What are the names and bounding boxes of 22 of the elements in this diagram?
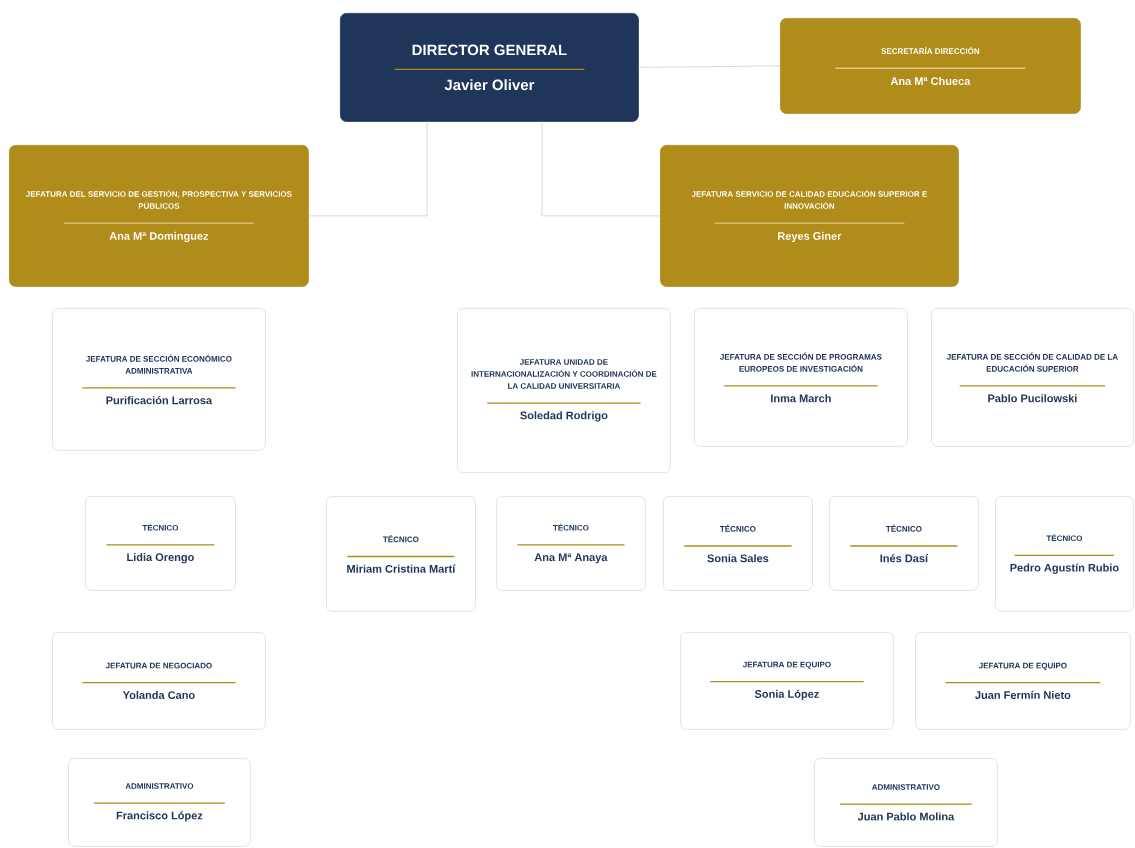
position-box: TÉCNICO Inés Dasí <box>829 496 979 591</box>
position-box: JEFATURA DE EQUIPO Juan Fermín Nieto <box>915 632 1131 730</box>
connector-line <box>308 121 428 217</box>
connector-line <box>541 121 661 217</box>
position-box: JEFATURA UNIDAD DE INTERNACIONALIZACIÓN Y COORDINACIÓN DE LA CALIDAD UNIVERSITARIA Soledad Rodrigo <box>457 308 671 473</box>
position-box: JEFATURA DE SECCIÓN DE CALIDAD DE LA EDUCACIÓN SUPERIOR Pablo Pucilowski <box>931 308 1134 447</box>
position-box: JEFATURA SERVICIO DE CALIDAD EDUCACIÓN SUPERIOR E INNOVACIÓN Reyes Giner <box>660 145 959 287</box>
position-box: JEFATURA DEL SERVICIO DE GESTIÓN, PROSPECTIVA Y SERVICIOS PÚBLICOS Ana Mª Dominguez <box>9 145 309 287</box>
position-box: JEFATURA DE SECCIÓN ECONÓMICO ADMINISTRATIVA Purificación Larrosa <box>52 308 266 451</box>
position-box: JEFATURA DE SECCIÓN DE PROGRAMAS EUROPEOS DE INVESTIGACIÓN Inma March <box>694 308 908 447</box>
position-box: TÉCNICO Ana Mª Anaya <box>496 496 646 591</box>
connector-line <box>638 65 781 68</box>
position-box: JEFATURA DE EQUIPO Sonia López <box>680 632 894 730</box>
position-box: TÉCNICO Pedro Agustín Rubio <box>995 496 1134 612</box>
position-box: TÉCNICO Miriam Cristina Martí <box>326 496 476 612</box>
director-box: DIRECTOR GENERAL Javier Oliver <box>340 13 639 122</box>
position-box: TÉCNICO Lidia Orengo <box>85 496 236 591</box>
position-box: JEFATURA DE NEGOCIADO Yolanda Cano <box>52 632 266 730</box>
position-box: ADMINISTRATIVO Juan Pablo Molina <box>814 758 998 847</box>
position-box: TÉCNICO Sonia Sales <box>663 496 813 591</box>
position-box: SECRETARÍA DIRECCIÓN Ana Mª Chueca <box>780 18 1081 114</box>
position-box: ADMINISTRATIVO Francisco López <box>68 758 251 847</box>
